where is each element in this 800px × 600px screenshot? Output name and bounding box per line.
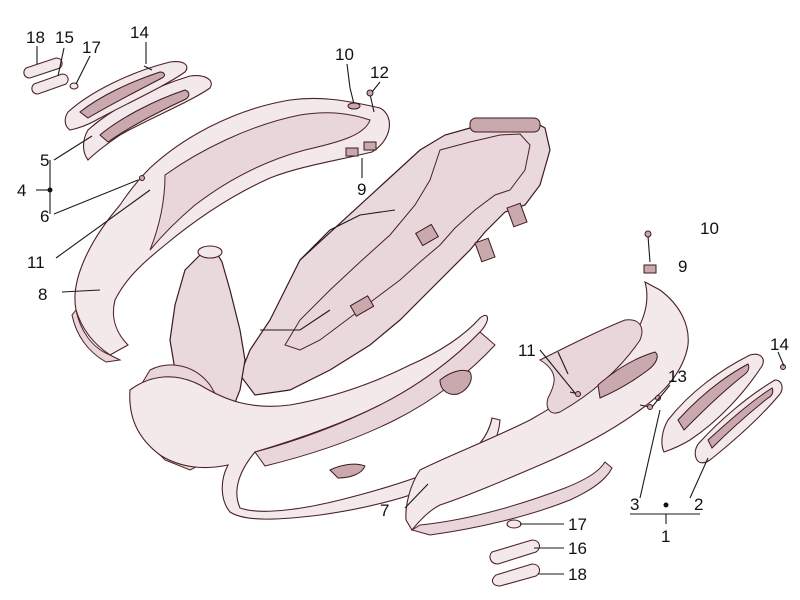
right-washer-17 (506, 519, 522, 529)
label-18-top: 18 (26, 28, 45, 47)
label-9-right: 9 (678, 257, 687, 276)
label-14-left: 14 (130, 23, 149, 42)
label-2: 2 (694, 495, 703, 514)
label-8: 8 (38, 285, 47, 304)
label-7: 7 (380, 501, 389, 520)
right-badge-16 (489, 539, 541, 565)
screws (139, 65, 786, 410)
label-5: 5 (40, 151, 49, 170)
label-9-top: 9 (357, 180, 366, 199)
left-badge-15 (31, 73, 69, 95)
left-grille-insert (64, 61, 188, 131)
footrest-panel (129, 314, 501, 520)
right-group-dot (663, 502, 669, 508)
scooter-frame (239, 117, 551, 396)
label-15: 15 (55, 28, 74, 47)
left-group-dot (47, 187, 53, 193)
left-badge-trim-18 (23, 57, 63, 79)
label-10-right: 10 (700, 219, 719, 238)
part-number-labels: 18 15 17 14 10 12 5 4 6 9 11 8 10 9 11 1… (17, 23, 789, 584)
label-12: 12 (370, 63, 389, 82)
label-17-bottom: 17 (568, 515, 587, 534)
label-4: 4 (17, 181, 26, 200)
label-11-right: 11 (518, 341, 536, 360)
label-18-bottom: 18 (568, 565, 587, 584)
label-1: 1 (661, 527, 670, 546)
left-washer-17 (69, 82, 79, 90)
right-grille-cover (661, 353, 764, 453)
right-grille-insert (694, 379, 783, 464)
left-side-cover (71, 97, 390, 363)
label-17-top: 17 (82, 38, 101, 57)
label-13: 13 (668, 367, 687, 386)
label-3: 3 (630, 495, 639, 514)
label-10-top: 10 (335, 45, 354, 64)
label-6: 6 (40, 207, 49, 226)
label-16: 16 (568, 539, 587, 558)
label-11-left: 11 (27, 253, 45, 272)
label-14-right: 14 (770, 335, 789, 354)
right-side-cover (405, 280, 689, 536)
right-badge-trim-18 (491, 563, 541, 587)
leader-lines (36, 42, 785, 575)
